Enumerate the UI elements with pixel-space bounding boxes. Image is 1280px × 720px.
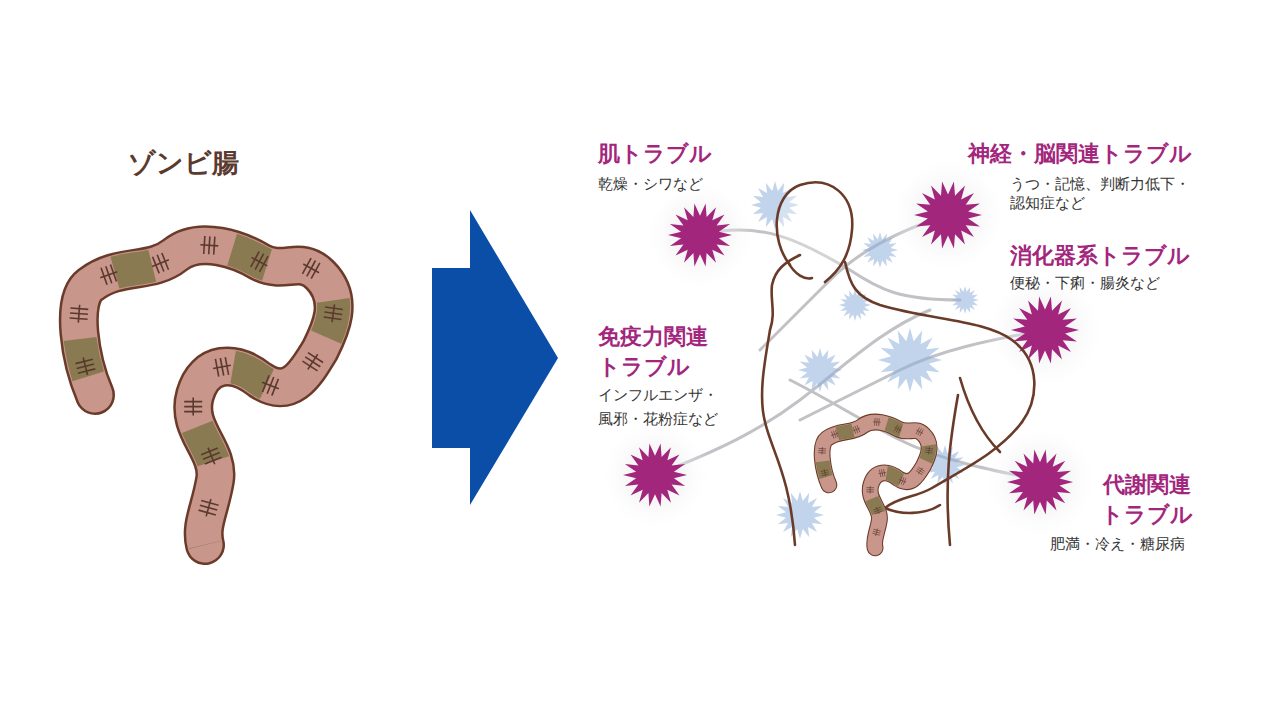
fingers bbox=[788, 262, 812, 278]
magenta-burst bbox=[1011, 297, 1079, 364]
pale-burst bbox=[839, 289, 871, 321]
zombie-intestine bbox=[70, 236, 343, 545]
pale-burst bbox=[951, 286, 979, 314]
category-examples: 乾燥・シワなど bbox=[598, 175, 703, 194]
magenta-burst bbox=[1007, 450, 1073, 515]
category-heading: 肌トラブル bbox=[598, 140, 712, 168]
burst-glow bbox=[597, 417, 712, 532]
category-examples: 肥満・冷え・糖尿病 bbox=[1050, 535, 1185, 554]
category-examples: インフルエンザ・ 風邪・花粉症など bbox=[598, 383, 727, 431]
illustration-title: ゾンビ腸 bbox=[128, 146, 239, 180]
burst-glow bbox=[887, 154, 1009, 276]
person-figure bbox=[762, 182, 1034, 545]
torso-side bbox=[948, 395, 958, 545]
pale-burst bbox=[798, 348, 842, 392]
left-arm-body bbox=[762, 255, 800, 545]
pale-burst bbox=[776, 491, 824, 539]
bursts bbox=[597, 154, 1106, 542]
category-heading: 消化器系トラブル bbox=[1010, 242, 1190, 270]
hand bbox=[885, 505, 940, 513]
shoulder-arm bbox=[845, 262, 1034, 422]
category-heading: 神経・脳関連トラブル bbox=[968, 140, 1192, 168]
magenta-burst bbox=[623, 444, 687, 507]
burst-glow bbox=[981, 423, 1100, 542]
body-intestine bbox=[818, 418, 933, 548]
category-heading: 免疫力関連 トラブル bbox=[598, 322, 719, 382]
category-examples: うつ・記憶、判断力低下・ 認知症など bbox=[1010, 175, 1199, 213]
head bbox=[777, 182, 853, 282]
category-heading: 代謝関連 トラブル bbox=[1096, 470, 1197, 530]
pale-burst bbox=[878, 328, 942, 392]
magenta-burst bbox=[668, 204, 732, 267]
magenta-burst bbox=[914, 182, 982, 249]
burst-glow bbox=[642, 177, 757, 292]
inner-arm bbox=[960, 378, 1000, 452]
category-examples: 便秘・下痢・腸炎など bbox=[1010, 274, 1160, 293]
big-arrow bbox=[432, 210, 558, 505]
